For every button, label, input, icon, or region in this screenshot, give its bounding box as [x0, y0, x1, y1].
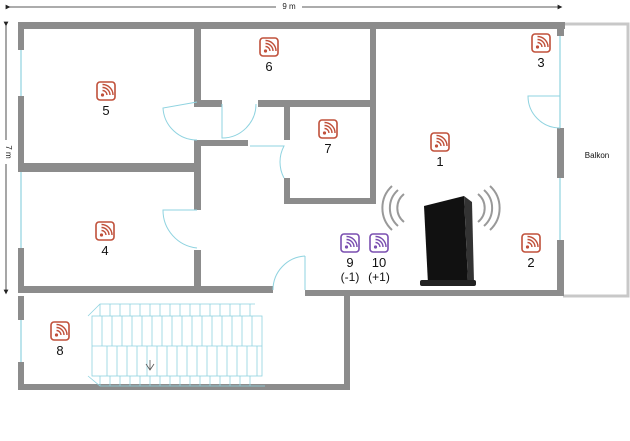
wifi-icon — [340, 233, 360, 253]
access-point-5: 5 — [96, 81, 116, 118]
access-point-8: 8 — [50, 321, 70, 358]
access-point-label: 10 — [372, 255, 386, 270]
wifi-icon — [430, 132, 450, 152]
windows — [20, 36, 561, 362]
wifi-icon — [259, 37, 279, 57]
access-point-label: 6 — [265, 59, 272, 74]
access-point-6: 6 — [259, 37, 279, 74]
walls — [18, 22, 565, 390]
access-point-1: 1 — [430, 132, 450, 169]
access-point-3: 3 — [531, 33, 551, 70]
access-point-10: 10(+1) — [368, 233, 390, 284]
access-point-floor: (+1) — [368, 270, 390, 284]
access-point-label: 3 — [537, 55, 544, 70]
access-point-label: 5 — [102, 103, 109, 118]
wifi-icon — [521, 233, 541, 253]
wifi-router-icon — [381, 185, 501, 286]
staircase — [87, 303, 265, 387]
doors — [162, 95, 561, 291]
wifi-icon — [95, 221, 115, 241]
access-point-label: 2 — [527, 255, 534, 270]
access-point-label: 7 — [324, 141, 331, 156]
access-point-4: 4 — [95, 221, 115, 258]
wifi-icon — [369, 233, 389, 253]
balcony-label: Balkon — [585, 151, 609, 160]
access-point-7: 7 — [318, 119, 338, 156]
access-point-label: 9 — [346, 255, 353, 270]
access-point-label: 4 — [101, 243, 108, 258]
wifi-icon — [531, 33, 551, 53]
wifi-icon — [318, 119, 338, 139]
height-label: 7 m — [4, 145, 13, 159]
access-point-label: 1 — [436, 154, 443, 169]
access-point-9: 9(-1) — [340, 233, 360, 284]
access-point-label: 8 — [56, 343, 63, 358]
wifi-icon — [50, 321, 70, 341]
access-point-2: 2 — [521, 233, 541, 270]
access-points: 1 2 3 4 5 6 7 8 9(-1) 10(+1) — [50, 33, 551, 358]
width-label: 9 m — [282, 2, 296, 11]
access-point-floor: (-1) — [341, 270, 360, 284]
width-dimension: 9 m — [5, 1, 563, 11]
wifi-icon — [96, 81, 116, 101]
balcony: Balkon — [563, 22, 630, 298]
height-dimension: 7 m — [0, 21, 13, 295]
